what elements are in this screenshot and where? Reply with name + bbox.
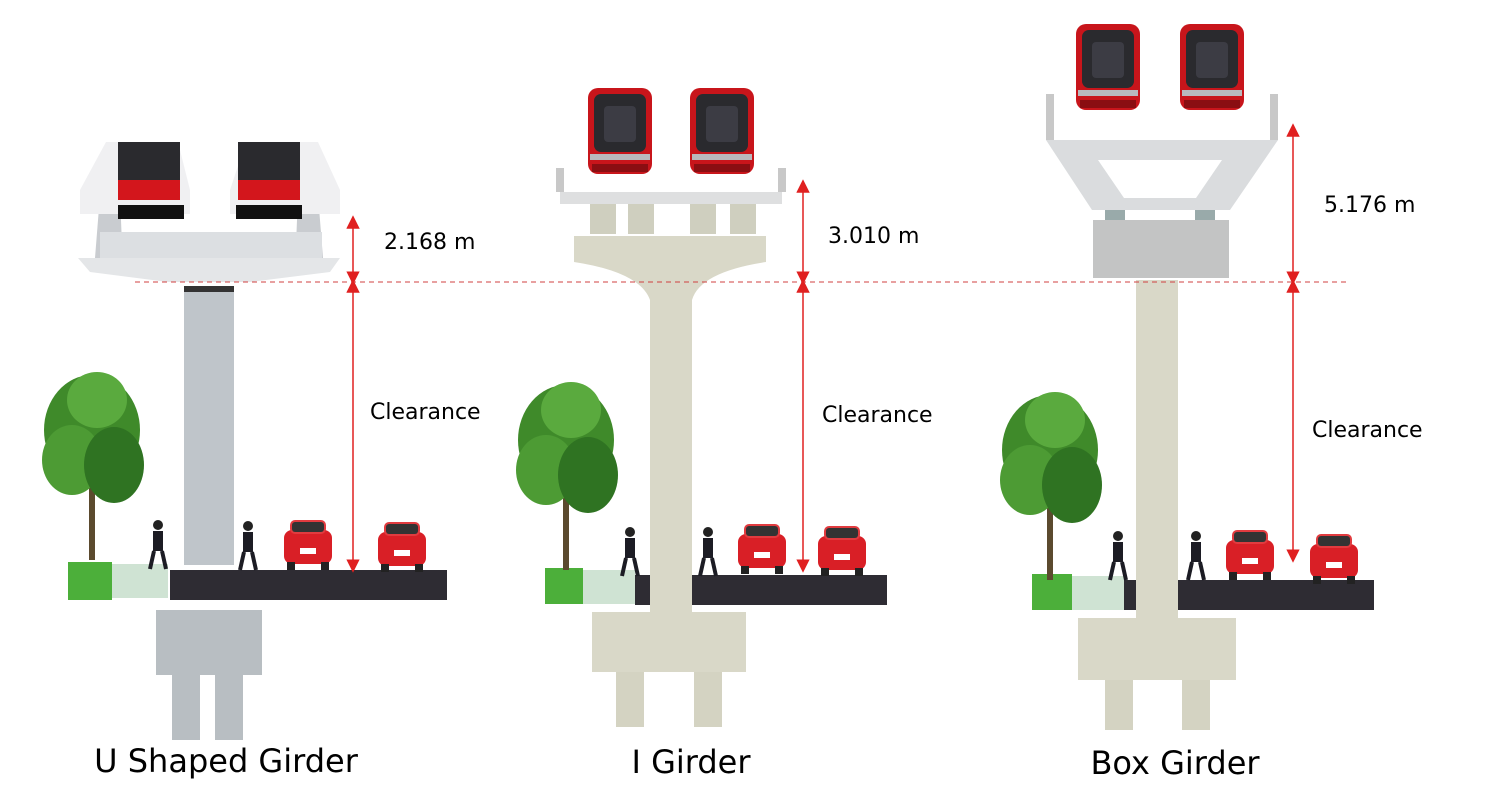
box-girder-caption: Box Girder <box>1090 744 1260 782</box>
u-train-left-icon <box>80 142 190 219</box>
u-clearance-label: Clearance <box>370 400 481 425</box>
box-pedestrian-icon-2 <box>1186 529 1206 582</box>
i-pile-right <box>694 672 722 727</box>
i-pile-cap <box>592 612 746 672</box>
box-car-icon-2 <box>1310 534 1358 584</box>
box-pier-column <box>1136 280 1178 618</box>
i-pier <box>574 236 766 612</box>
box-depth-label: 5.176 m <box>1324 193 1415 218</box>
u-pile-right <box>215 675 243 740</box>
u-depth-label: 2.168 m <box>384 230 475 255</box>
box-car-icon <box>1226 530 1274 580</box>
box-train-right-icon <box>1180 24 1244 110</box>
u-car-icon-2 <box>378 522 426 572</box>
u-girder-section <box>42 142 447 740</box>
box-tree-icon <box>1000 392 1102 580</box>
u-pedestrian-icon-2 <box>238 519 258 572</box>
box-pedestrian-icon <box>1108 529 1128 582</box>
i-pedestrian-icon <box>620 525 640 578</box>
i-car-icon <box>738 524 786 574</box>
u-road <box>170 570 447 600</box>
box-pile-cap <box>1078 618 1236 680</box>
u-pile-cap <box>156 610 262 675</box>
box-train-left-icon <box>1076 24 1140 110</box>
u-tree-icon <box>42 372 144 560</box>
u-girder-caption: U Shaped Girder <box>94 742 359 780</box>
i-tree-icon <box>516 382 618 570</box>
u-grass <box>68 562 112 600</box>
i-pile-left <box>616 672 644 727</box>
i-depth-label: 3.010 m <box>828 224 919 249</box>
u-sidewalk <box>112 564 168 598</box>
i-train-right-icon <box>690 88 754 174</box>
box-girder-section <box>1000 24 1374 730</box>
u-train-right-icon <box>230 142 340 219</box>
i-train-left-icon <box>588 88 652 174</box>
dimension-arrows <box>346 123 1300 573</box>
u-car-icon <box>284 520 332 570</box>
u-pedestrian-icon <box>148 518 168 571</box>
u-pile-left <box>172 675 200 740</box>
i-clearance-label: Clearance <box>822 403 933 428</box>
u-pier-column <box>184 290 234 565</box>
i-pedestrian-icon-2 <box>698 525 718 578</box>
i-girder-caption: I Girder <box>631 743 751 781</box>
i-girder-section <box>516 88 887 727</box>
i-car-icon-2 <box>818 526 866 576</box>
box-clearance-label: Clearance <box>1312 418 1423 443</box>
u-pier-head <box>78 258 340 282</box>
box-pier-cap <box>1093 220 1229 278</box>
